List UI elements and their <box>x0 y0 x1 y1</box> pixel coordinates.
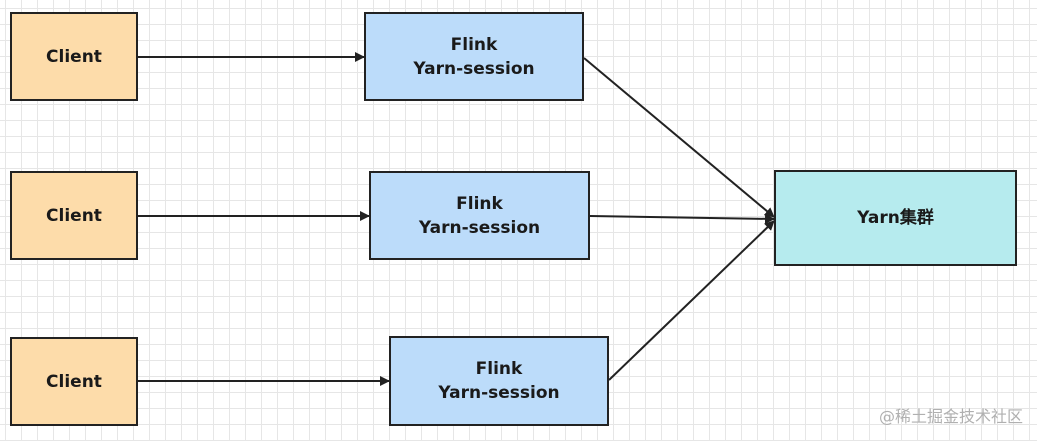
edge-session-3-to-cluster <box>608 220 775 381</box>
yarn-cluster-box: Yarn集群 <box>774 170 1017 266</box>
session-name: Flink <box>475 359 523 379</box>
client-box-1: Client <box>10 12 138 101</box>
client-label: Client <box>46 205 102 226</box>
edge-session-2-to-cluster <box>589 213 775 224</box>
client-box-2: Client <box>10 171 138 260</box>
flink-session-box-3: Flink Yarn-session <box>389 336 609 426</box>
edge-session-1-to-cluster <box>583 57 775 218</box>
session-name: Flink <box>450 34 498 55</box>
client-box-3: Client <box>10 337 138 426</box>
session-type: Yarn-session <box>418 217 541 238</box>
client-label: Client <box>46 371 102 392</box>
client-label: Client <box>46 46 102 67</box>
session-type: Yarn-session <box>413 58 535 79</box>
session-type: Yarn-session <box>438 383 560 403</box>
flink-session-box-2: Flink Yarn-session <box>369 171 590 260</box>
watermark: @稀土掘金技术社区 <box>878 407 1023 426</box>
cluster-label: Yarn集群 <box>857 208 934 228</box>
flink-session-box-1: Flink Yarn-session <box>364 12 584 101</box>
session-name: Flink <box>456 193 503 214</box>
